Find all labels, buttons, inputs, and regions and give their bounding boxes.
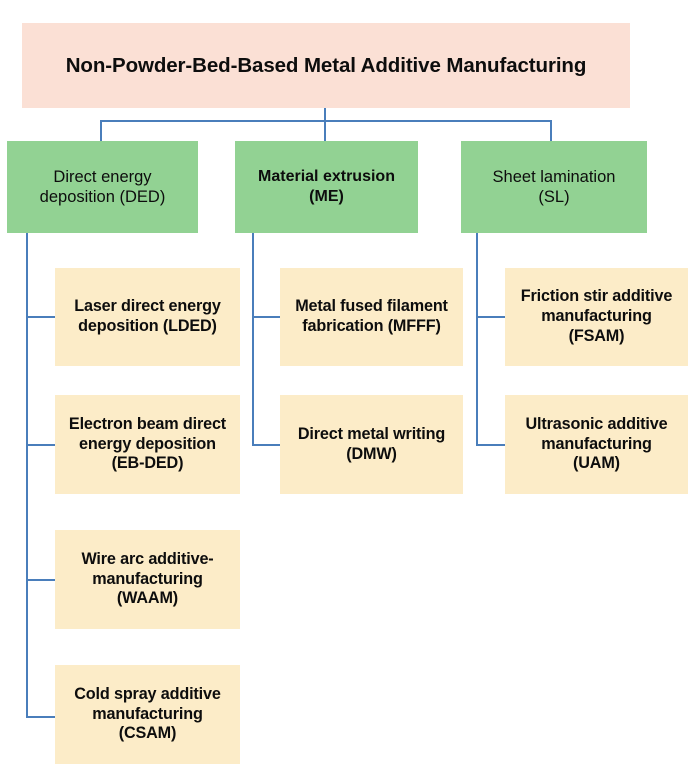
connector-ded-trunk bbox=[26, 233, 28, 718]
connector-ded-to-waam bbox=[26, 579, 56, 581]
category-node-me: Material extrusion (ME) bbox=[235, 141, 418, 233]
connector-ded-to-csam bbox=[26, 716, 56, 718]
leaf-node-uam-label: Ultrasonic additive manufacturing (UAM) bbox=[525, 414, 668, 473]
leaf-node-dmw: Direct metal writing (DMW) bbox=[280, 395, 463, 494]
root-node-label: Non-Powder-Bed-Based Metal Additive Manu… bbox=[65, 54, 587, 77]
connector-root-to-sl bbox=[550, 120, 552, 141]
connector-ded-to-eb-ded bbox=[26, 444, 56, 446]
connector-me-to-mfff bbox=[252, 316, 282, 318]
category-node-ded-label: Direct energy deposition (DED) bbox=[39, 167, 166, 206]
connector-sl-to-uam bbox=[476, 444, 507, 446]
leaf-node-lded-label: Laser direct energy deposition (LDED) bbox=[74, 297, 221, 335]
category-node-sl-label: Sheet lamination (SL) bbox=[492, 167, 616, 206]
leaf-node-csam-label: Cold spray additive manufacturing (CSAM) bbox=[74, 684, 221, 743]
connector-root-to-ded bbox=[100, 120, 102, 141]
leaf-node-csam: Cold spray additive manufacturing (CSAM) bbox=[55, 665, 240, 764]
leaf-node-mfff: Metal fused filament fabrication (MFFF) bbox=[280, 268, 463, 366]
leaf-node-eb-ded: Electron beam direct energy deposition (… bbox=[55, 395, 240, 494]
leaf-node-fsam: Friction stir additive manufacturing (FS… bbox=[505, 268, 688, 366]
leaf-node-fsam-label: Friction stir additive manufacturing (FS… bbox=[520, 287, 673, 345]
connector-me-to-dmw bbox=[252, 444, 282, 446]
category-node-ded: Direct energy deposition (DED) bbox=[7, 141, 198, 233]
leaf-node-lded: Laser direct energy deposition (LDED) bbox=[55, 268, 240, 366]
connector-sl-to-fsam bbox=[476, 316, 507, 318]
leaf-node-mfff-label: Metal fused filament fabrication (MFFF) bbox=[295, 297, 448, 335]
connector-root-to-me bbox=[324, 120, 326, 141]
connector-root-bus bbox=[100, 120, 552, 122]
category-node-sl: Sheet lamination (SL) bbox=[461, 141, 647, 233]
category-node-me-label: Material extrusion (ME) bbox=[258, 168, 395, 205]
leaf-node-waam-label: Wire arc additive- manufacturing (WAAM) bbox=[81, 549, 214, 608]
leaf-node-waam: Wire arc additive- manufacturing (WAAM) bbox=[55, 530, 240, 629]
leaf-node-uam: Ultrasonic additive manufacturing (UAM) bbox=[505, 395, 688, 494]
leaf-node-eb-ded-label: Electron beam direct energy deposition (… bbox=[68, 414, 227, 473]
connector-sl-trunk bbox=[476, 233, 478, 446]
leaf-node-dmw-label: Direct metal writing (DMW) bbox=[297, 424, 446, 463]
connector-me-trunk bbox=[252, 233, 254, 446]
root-node-non-powder-bed-based-metal-additive-manufacturing: Non-Powder-Bed-Based Metal Additive Manu… bbox=[22, 23, 630, 108]
connector-ded-to-lded bbox=[26, 316, 56, 318]
